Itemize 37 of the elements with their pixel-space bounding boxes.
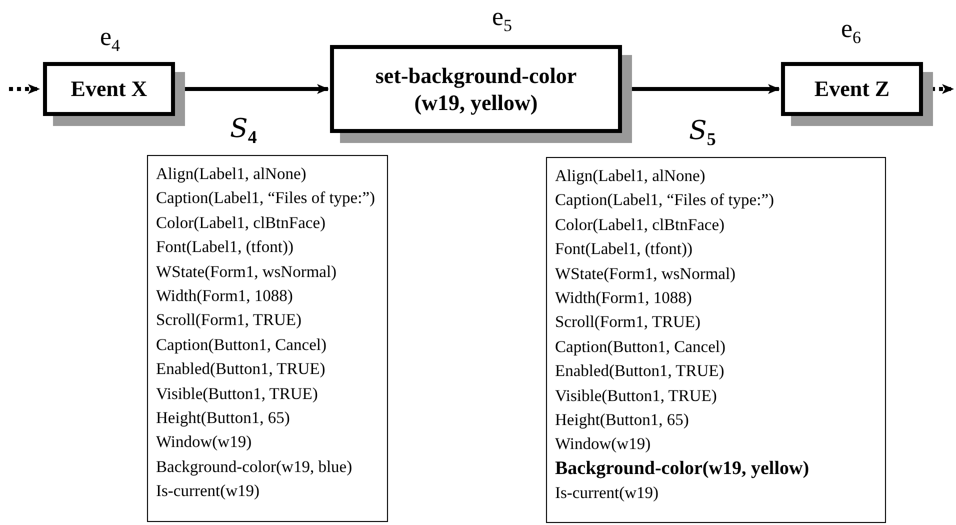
event-name-label: e$_{4}$ [100, 22, 120, 56]
event-name-label: e$_{6}$ [841, 14, 862, 48]
state-fact: Is-current(w19) [555, 482, 659, 504]
state-fact: Align(Label1, alNone) [156, 163, 306, 185]
state-fact: Font(Label1, (tfont)) [156, 236, 294, 258]
arrow [9, 84, 40, 94]
state-fact: Window(w19) [555, 433, 651, 456]
state-fact: Height(Button1, 65) [156, 407, 290, 430]
state-fact: Background-color(w19, blue) [156, 456, 352, 478]
state-fact: Background-color(w19, yellow) [555, 456, 810, 481]
state-fact: Scroll(Form1, TRUE) [156, 309, 302, 332]
state-fact: Caption(Button1, Cancel) [555, 336, 726, 358]
state-fact: Visible(Button1, TRUE) [156, 382, 318, 405]
state-fact: WState(Form1, wsNormal) [555, 262, 736, 285]
event-label: Event X [70, 75, 148, 103]
event-label: set-background-color (w19, yellow) [374, 62, 578, 116]
state-fact: Align(Label1, alNone) [555, 165, 706, 187]
state-fact: Height(Button1, 65) [555, 409, 689, 432]
event-label: Event Z [813, 75, 891, 103]
state-fact: Scroll(Form1, TRUE) [555, 311, 700, 334]
state-fact: Width(Form1, 1088) [156, 285, 293, 308]
event-name-label: e$_{5}$ [492, 2, 512, 36]
state-fact: Visible(Button1, TRUE) [555, 384, 717, 407]
state-fact: Caption(Label1, “Files of type:”) [555, 189, 774, 212]
state-fact: Color(Label1, clBtnFace) [555, 214, 725, 236]
state-fact: Enabled(Button1, TRUE) [156, 358, 326, 380]
state-fact: Color(Label1, clBtnFace) [156, 212, 326, 234]
state-fact: WState(Form1, wsNormal) [156, 260, 337, 283]
state-fact: Enabled(Button1, TRUE) [555, 360, 724, 382]
state-fact: Window(w19) [156, 431, 252, 454]
state-fact: Caption(Button1, Cancel) [156, 334, 326, 356]
state-fact: Width(Form1, 1088) [555, 287, 692, 310]
state-heading: S$_{4}$ [230, 114, 257, 148]
state-fact: Font(Label1, (tfont)) [555, 238, 692, 260]
state-fact: Is-current(w19) [156, 480, 260, 502]
state-fact: Caption(Label1, “Files of type:”) [156, 187, 376, 210]
state-heading: S$_{5}$ [689, 116, 716, 150]
